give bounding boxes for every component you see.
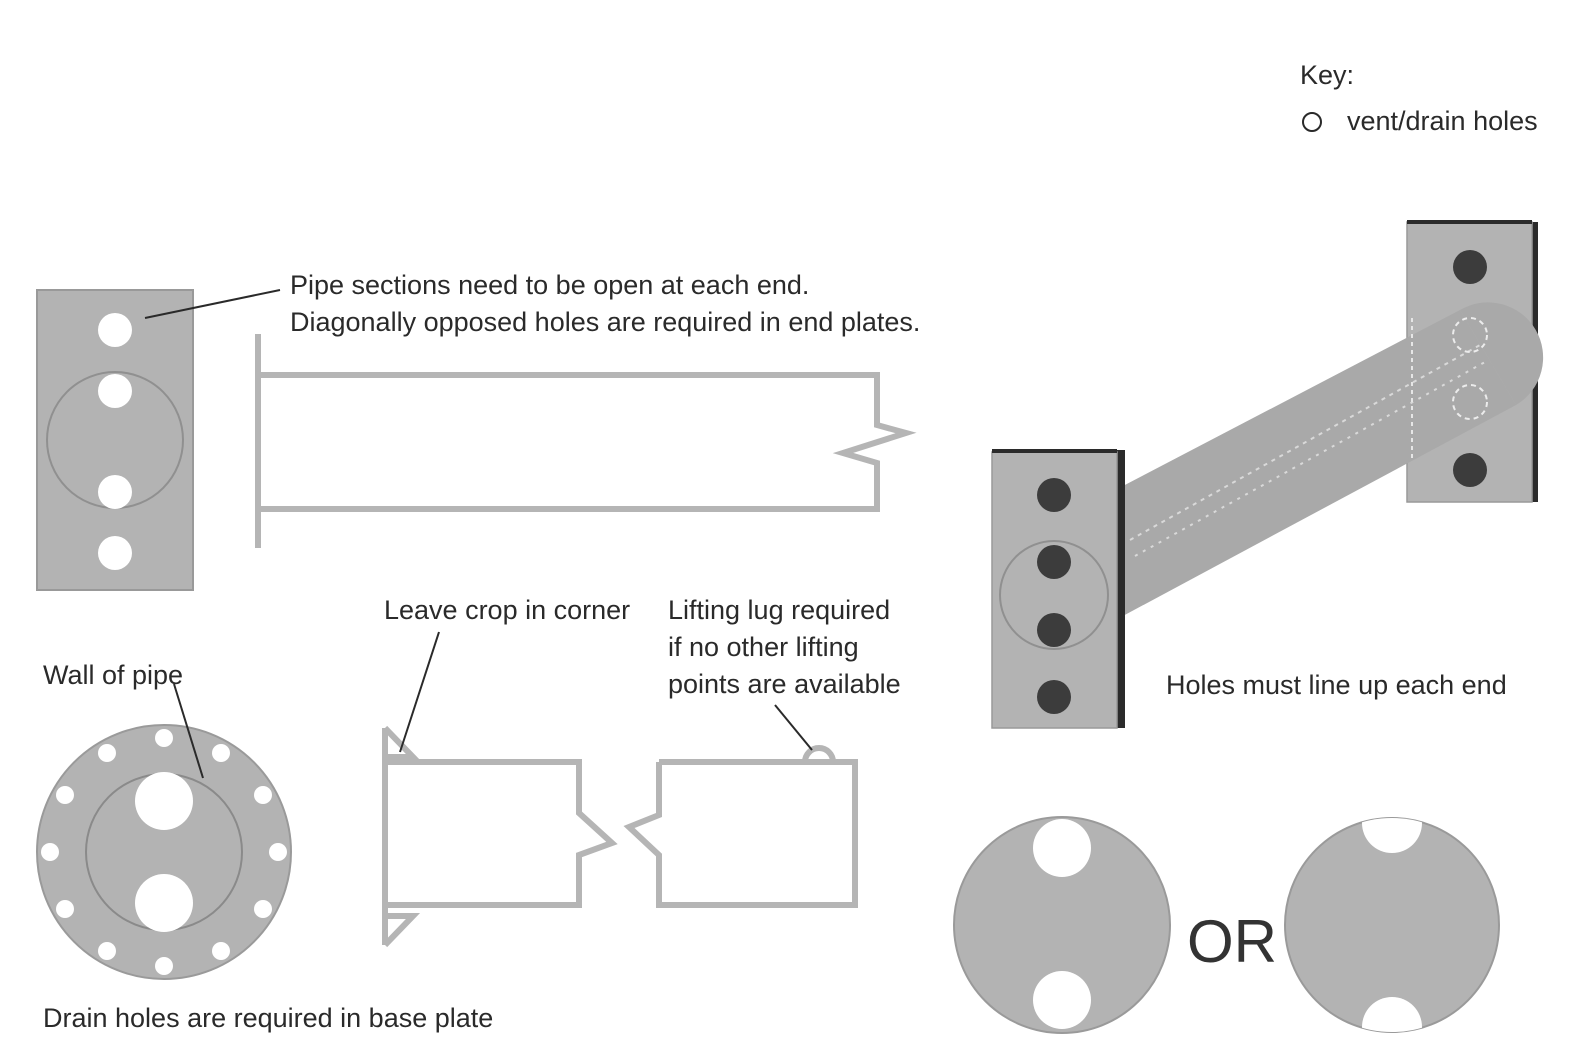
hidden-vent-hole: [1452, 384, 1488, 420]
bolt-hole: [269, 843, 287, 861]
bolt-hole: [212, 942, 230, 960]
right-plate-top-edge: [1407, 220, 1532, 224]
leader-line: [173, 683, 204, 779]
bolt-hole: [98, 942, 116, 960]
drain-hole: [135, 874, 193, 932]
pipe-note-line1: Pipe sections need to be open at each en…: [290, 270, 809, 300]
lifting-line1: Lifting lug required: [668, 595, 890, 625]
vent-hole: [98, 374, 132, 408]
bolt-hole: [254, 900, 272, 918]
bolt-hole: [155, 729, 173, 747]
leader-line: [144, 289, 281, 319]
left-plate-top-edge: [992, 449, 1117, 453]
vent-hole: [98, 475, 132, 509]
pipe-dashed-line: [1129, 344, 1481, 541]
option-b-disc: [1284, 817, 1500, 1033]
pipe-with-crop: [382, 725, 618, 948]
lifting-lug-icon: [802, 745, 836, 763]
pipe-end-cap: [1460, 302, 1544, 405]
pipe-outline-circle: [999, 540, 1109, 650]
vent-hole: [1037, 478, 1071, 512]
bolt-hole: [56, 900, 74, 918]
pipe-note-line2: Diagonally opposed holes are required in…: [290, 307, 920, 337]
pipe-with-lifting-lug: [623, 745, 858, 908]
or-label: OR: [1187, 908, 1277, 975]
bolt-hole: [41, 843, 59, 861]
pipe-side-view: [255, 334, 917, 548]
drain-base-plate-label: Drain holes are required in base plate: [43, 1003, 493, 1033]
pipe-body: [1121, 310, 1516, 617]
bolt-hole: [56, 786, 74, 804]
vent-hole: [98, 536, 132, 570]
key-legend: Key: vent/drain holes: [1300, 60, 1538, 136]
lifting-line3: points are available: [668, 669, 901, 699]
wall-of-pipe-label: Wall of pipe: [43, 660, 183, 690]
base-plate-disc: [36, 724, 292, 980]
key-title: Key:: [1300, 60, 1354, 90]
edge-vent-notch: [1362, 818, 1422, 853]
bolt-hole: [254, 786, 272, 804]
base-plate: [36, 724, 292, 980]
vent-hole: [1033, 971, 1091, 1029]
crop-top: [382, 725, 421, 760]
bolt-hole: [212, 744, 230, 762]
vent-hole: [98, 313, 132, 347]
pipe-3d-assembly: [991, 220, 1544, 729]
end-plate-front-view: [36, 289, 194, 591]
bolt-hole: [155, 957, 173, 975]
vent-hole: [1037, 613, 1071, 647]
vent-hole: [1453, 453, 1487, 487]
holes-line-up-label: Holes must line up each end: [1166, 670, 1507, 700]
pipe-outline-break: [623, 759, 858, 908]
left-plate-side: [1117, 450, 1125, 728]
pipe-dashed-line: [1134, 361, 1486, 557]
end-plate-disc: [953, 816, 1171, 1034]
leader-line: [774, 704, 813, 751]
key-vent-drain-label: vent/drain holes: [1347, 106, 1538, 136]
vent-hole: [1037, 680, 1071, 714]
vent-hole-key-icon: [1302, 112, 1322, 132]
lifting-line2: if no other lifting: [668, 632, 859, 662]
vent-hole: [1033, 819, 1091, 877]
edge-vent-notch: [1362, 997, 1422, 1032]
bolt-hole: [98, 744, 116, 762]
drain-hole: [135, 772, 193, 830]
pipe-outline-break: [258, 372, 917, 512]
option-a-disc: [953, 816, 1171, 1034]
crop-bottom: [382, 913, 421, 948]
leave-crop-label: Leave crop in corner: [384, 595, 630, 625]
hidden-vent-hole: [1452, 317, 1488, 353]
pipe-outline-break: [385, 759, 618, 908]
leader-line: [399, 631, 440, 753]
vent-hole: [1453, 250, 1487, 284]
vent-hole: [1037, 545, 1071, 579]
